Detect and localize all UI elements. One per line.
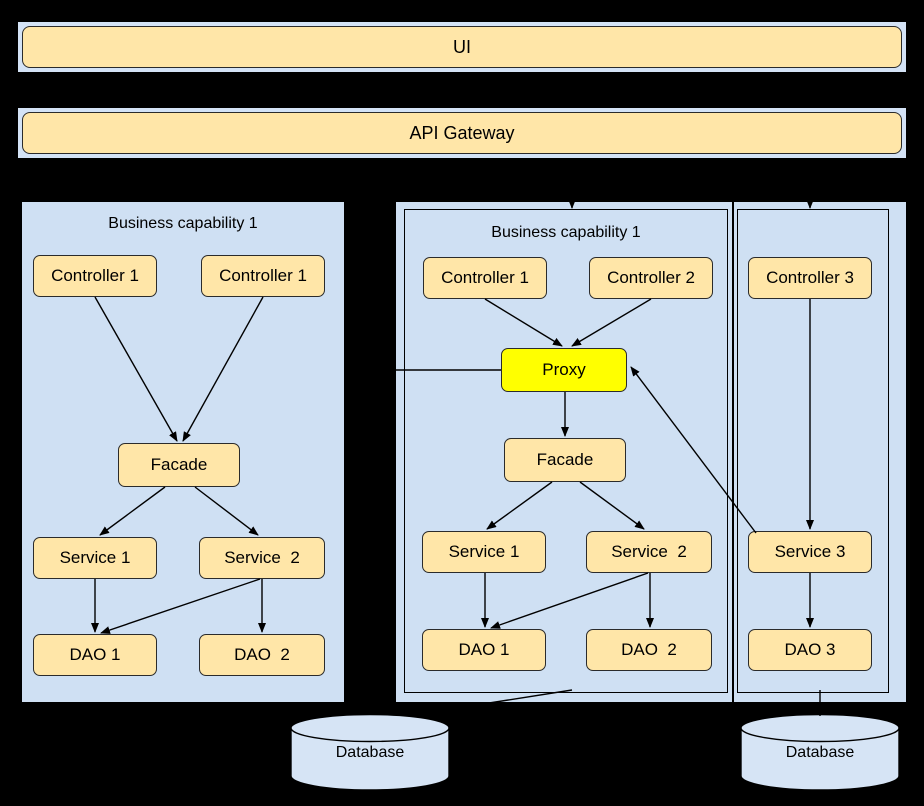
panel-middle-caption: Business capability 1 — [491, 224, 641, 241]
node-dao-3-right[interactable]: DAO 3 — [748, 629, 872, 671]
api-gateway-box[interactable]: API Gateway — [22, 112, 902, 154]
node-service-2-middle[interactable]: Service 2 — [586, 531, 712, 573]
database-right[interactable]: Database — [740, 713, 900, 791]
panel-left-caption: Business capability 1 — [108, 215, 258, 232]
database-right-label: Database — [785, 744, 855, 761]
ui-band: UI — [18, 22, 906, 72]
database-left-cylinder — [290, 713, 450, 791]
node-dao-1-middle[interactable]: DAO 1 — [422, 629, 546, 671]
node-controller-1-middle[interactable]: Controller 1 — [423, 257, 547, 299]
node-proxy-middle[interactable]: Proxy — [501, 348, 627, 392]
node-service-3-right[interactable]: Service 3 — [748, 531, 872, 573]
node-controller-1b-left[interactable]: Controller 1 — [201, 255, 325, 297]
node-facade-middle[interactable]: Facade — [504, 438, 626, 482]
node-dao-2-middle[interactable]: DAO 2 — [586, 629, 712, 671]
database-right-cylinder — [740, 713, 900, 791]
database-left[interactable]: Database — [290, 713, 450, 791]
api-gateway-band: API Gateway — [18, 108, 906, 158]
node-service-1-middle[interactable]: Service 1 — [422, 531, 546, 573]
node-facade-left[interactable]: Facade — [118, 443, 240, 487]
node-dao-2-left[interactable]: DAO 2 — [199, 634, 325, 676]
node-controller-3-right[interactable]: Controller 3 — [748, 257, 872, 299]
database-left-label: Database — [335, 744, 405, 761]
node-controller-1-left[interactable]: Controller 1 — [33, 255, 157, 297]
node-service-2-left[interactable]: Service 2 — [199, 537, 325, 579]
node-controller-2-middle[interactable]: Controller 2 — [589, 257, 713, 299]
node-service-1-left[interactable]: Service 1 — [33, 537, 157, 579]
node-dao-1-left[interactable]: DAO 1 — [33, 634, 157, 676]
ui-box[interactable]: UI — [22, 26, 902, 68]
